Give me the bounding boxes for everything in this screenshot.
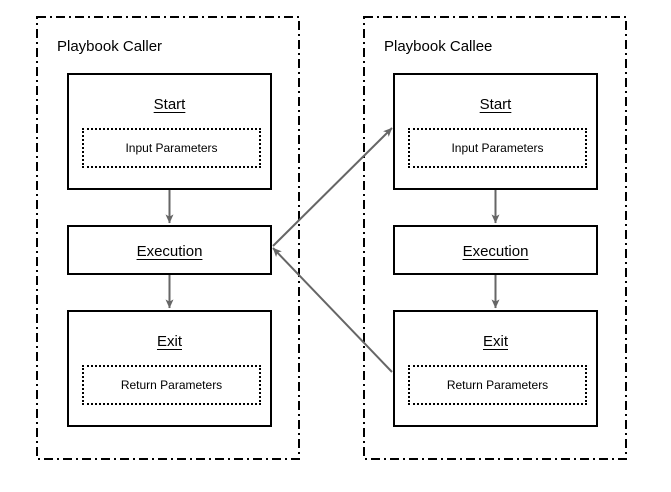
node-callee-start-param-box: Input Parameters [408,128,587,168]
node-caller-start[interactable]: Start Input Parameters [67,73,272,190]
edge-caller-execution-to-callee-start [272,127,393,247]
node-callee-exit-title: Exit [482,333,508,350]
node-caller-exit-param-label: Return Parameters [120,378,223,392]
panel-callee-label: Playbook Callee [384,38,493,55]
node-callee-start[interactable]: Start Input Parameters [393,73,598,190]
node-callee-exit-param-box: Return Parameters [408,365,587,405]
node-caller-start-title: Start [153,96,186,113]
node-caller-exit-title: Exit [156,333,182,350]
node-caller-exit[interactable]: Exit Return Parameters [67,310,272,427]
node-callee-exit[interactable]: Exit Return Parameters [393,310,598,427]
node-caller-execution-title: Execution [136,243,203,260]
node-caller-start-param-label: Input Parameters [125,141,218,155]
node-callee-execution-title: Execution [462,243,529,260]
node-callee-start-param-label: Input Parameters [451,141,544,155]
node-caller-start-param-box: Input Parameters [82,128,261,168]
node-callee-execution[interactable]: Execution [393,225,598,275]
node-caller-execution[interactable]: Execution [67,225,272,275]
node-callee-exit-param-label: Return Parameters [446,378,549,392]
node-callee-start-title: Start [479,96,512,113]
edge-callee-exit-to-caller-execution [272,247,393,373]
node-caller-exit-param-box: Return Parameters [82,365,261,405]
panel-caller-label: Playbook Caller [57,38,163,55]
